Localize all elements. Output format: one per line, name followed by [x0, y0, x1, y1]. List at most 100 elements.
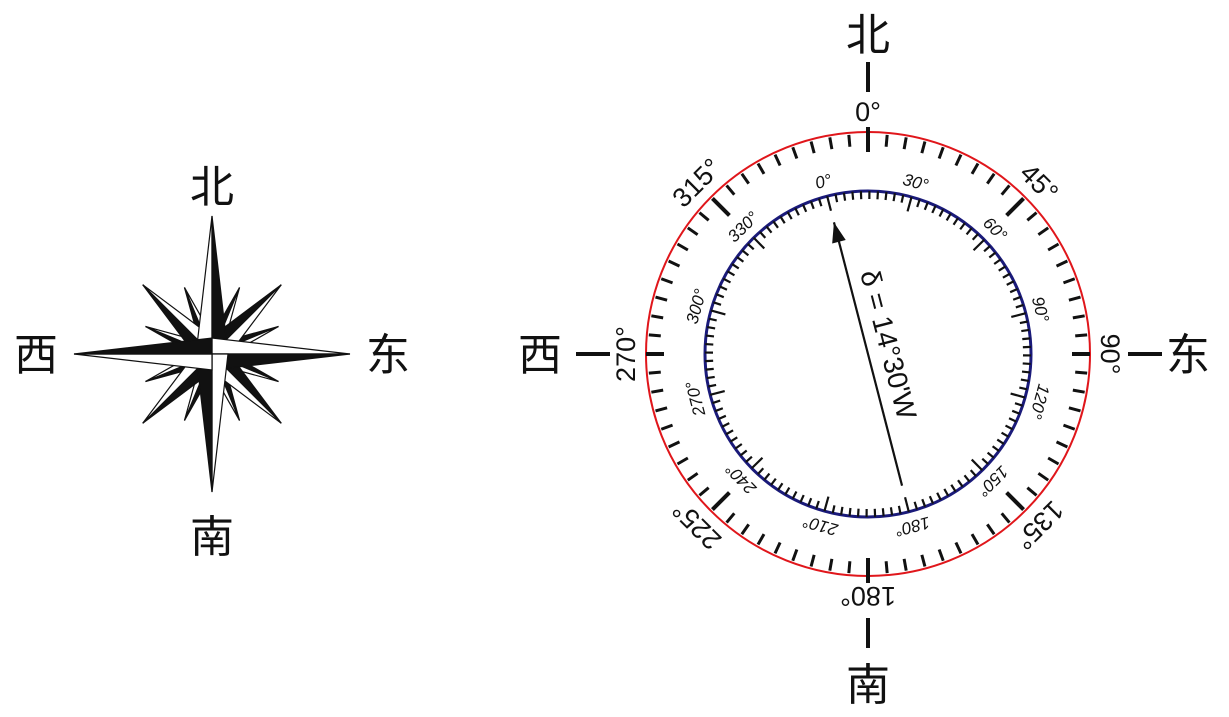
- inner-degree-label: 120°: [1026, 382, 1054, 421]
- rose-star-icon: [73, 215, 351, 493]
- outer-degree-label: 90°: [1095, 334, 1125, 375]
- rose-east-point-right: [211, 353, 351, 371]
- inner-tick: [921, 498, 927, 508]
- outer-tick: [711, 491, 731, 511]
- inner-tick: [777, 482, 784, 491]
- inner-tick: [779, 215, 786, 224]
- inner-tick: [884, 191, 888, 201]
- outer-tick: [667, 259, 681, 268]
- inner-tick: [957, 479, 964, 488]
- declination-arrow-shaft: [832, 222, 904, 486]
- inner-tick: [1022, 337, 1031, 341]
- outer-tick: [1000, 512, 1011, 524]
- inner-tick: [823, 496, 830, 512]
- inner-tick: [1004, 424, 1014, 431]
- inner-tick: [750, 456, 764, 470]
- outer-tick: [920, 554, 927, 567]
- inner-tick: [991, 445, 1000, 452]
- outer-tick: [1075, 333, 1088, 338]
- inner-tick: [722, 277, 732, 284]
- outer-tick: [970, 162, 980, 175]
- inner-tick: [1021, 370, 1031, 374]
- inner-tick: [729, 436, 738, 443]
- outer-tick: [920, 141, 927, 154]
- outer-tick: [740, 172, 750, 185]
- inner-tick: [710, 309, 726, 316]
- outer-tick: [655, 406, 668, 413]
- inner-tick: [772, 220, 779, 229]
- compass-south-label: 南: [846, 660, 890, 711]
- inner-tick: [840, 506, 844, 515]
- inner-tick: [1011, 409, 1021, 415]
- compass-east-label: 东: [1166, 330, 1210, 381]
- inner-degree-label: 30°: [901, 170, 931, 195]
- outer-ticks: [648, 134, 1088, 574]
- outer-tick: [667, 440, 681, 449]
- inner-tick: [770, 477, 777, 486]
- inner-tick: [986, 451, 995, 459]
- inner-tick: [741, 249, 750, 257]
- outer-tick: [847, 561, 852, 574]
- inner-tick: [763, 472, 771, 481]
- outer-tick: [1072, 314, 1085, 320]
- inner-tick: [1019, 386, 1028, 391]
- inner-tick: [936, 492, 942, 501]
- inner-tick: [952, 217, 959, 226]
- outer-tick: [986, 172, 996, 185]
- inner-tick: [963, 474, 971, 483]
- outer-tick: [791, 146, 799, 160]
- inner-tick: [831, 505, 836, 514]
- outer-tick: [828, 137, 834, 150]
- outer-tick: [698, 486, 710, 497]
- inner-tick: [943, 488, 950, 497]
- inner-tick: [801, 204, 808, 213]
- inner-tick: [928, 495, 935, 504]
- inner-tick: [799, 494, 805, 503]
- outer-tick: [1068, 295, 1081, 302]
- inner-tick: [1011, 312, 1027, 319]
- outer-tick: [756, 533, 766, 546]
- inner-tick: [745, 455, 753, 463]
- outer-tick: [1055, 259, 1069, 268]
- outer-tick: [660, 423, 674, 431]
- outer-tick: [655, 295, 668, 302]
- declination-arrow-head: [832, 222, 846, 244]
- inner-tick: [1019, 320, 1028, 325]
- inner-degree-label: 270°: [682, 379, 709, 419]
- outer-tick: [954, 153, 963, 167]
- inner-tick: [938, 208, 945, 218]
- inner-tick: [817, 198, 823, 207]
- inner-tick: [705, 334, 715, 338]
- inner-tick: [983, 245, 991, 253]
- rose-east-point-left: [211, 337, 351, 355]
- declination-arrow: [832, 222, 904, 486]
- inner-tick: [972, 238, 986, 252]
- rose-north-point-left: [195, 215, 213, 355]
- inner-tick: [931, 205, 937, 214]
- outer-tick: [1047, 242, 1060, 252]
- inner-tick: [959, 222, 966, 231]
- outer-tick: [1047, 456, 1060, 466]
- inner-tick: [721, 422, 730, 428]
- inner-tick: [731, 263, 740, 270]
- rose-south-label: 南: [190, 512, 234, 563]
- inner-tick: [970, 458, 984, 472]
- outer-tick: [725, 512, 736, 524]
- outer-tick: [1075, 370, 1088, 375]
- inner-degree-label: 90°: [1028, 295, 1053, 325]
- inner-tick: [981, 457, 989, 465]
- outer-tick: [902, 558, 908, 571]
- outer-tick: [847, 134, 852, 147]
- outer-tick: [648, 370, 661, 375]
- outer-tick: [1062, 423, 1076, 431]
- rose-north-label: 北: [190, 162, 234, 213]
- outer-tick: [986, 523, 996, 536]
- inner-tick: [834, 194, 839, 203]
- outer-tick: [1026, 486, 1038, 497]
- inner-degree-label: 0°: [813, 170, 834, 193]
- inner-tick: [736, 256, 745, 263]
- rose-west-point-right: [73, 337, 213, 355]
- outer-degree-label: 180°: [840, 581, 896, 611]
- inner-tick: [842, 192, 847, 201]
- inner-tick: [1008, 417, 1017, 423]
